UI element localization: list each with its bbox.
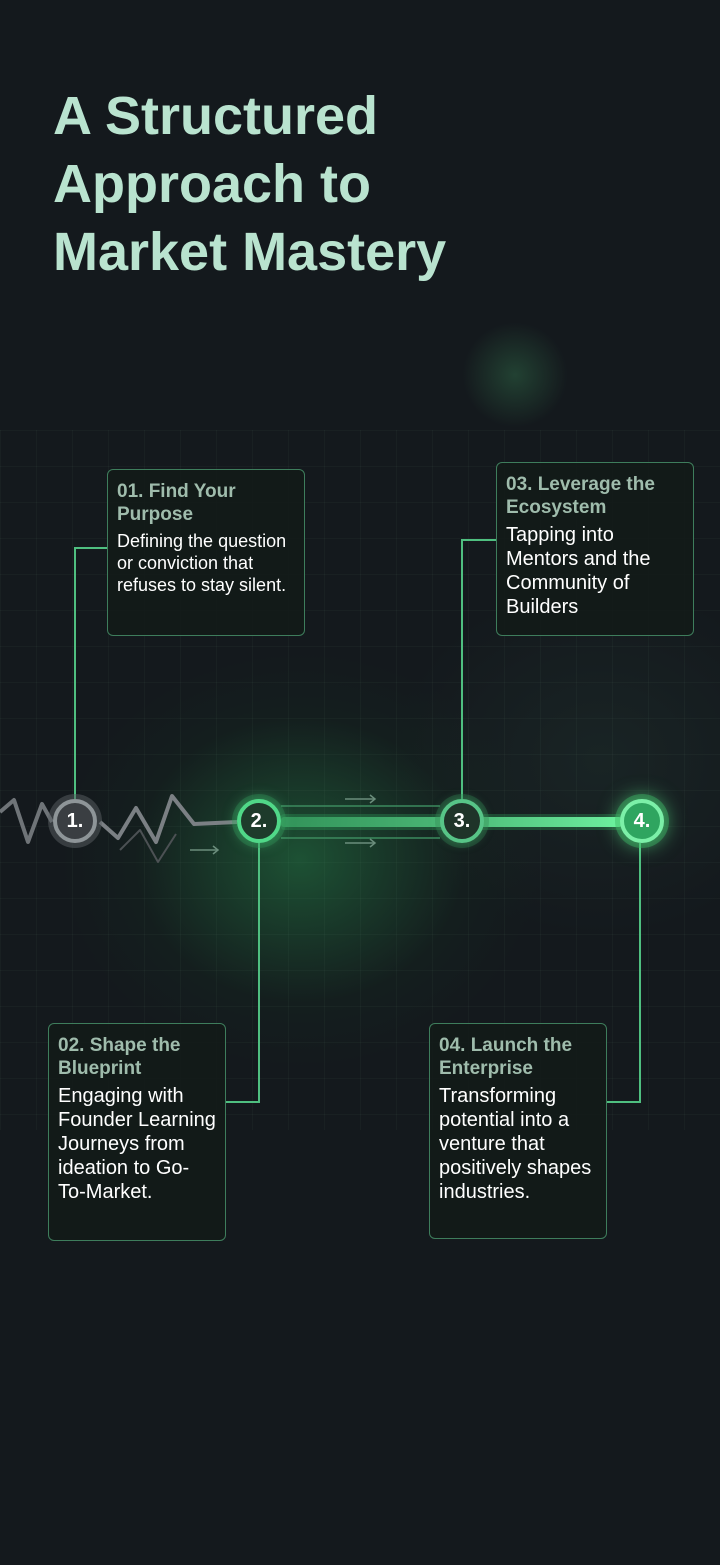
page-title: A Structured Approach to Market Mastery	[53, 82, 493, 286]
step-card-2-description: Engaging with Founder Learning Journeys …	[58, 1085, 216, 1203]
step-card-4: 04. Launch the Enterprise Transforming p…	[429, 1023, 607, 1239]
connector-1	[74, 547, 107, 799]
step-node-2: 2.	[237, 799, 281, 843]
arrow-icon	[190, 794, 377, 855]
step-card-4-title: 04. Launch the Enterprise	[439, 1035, 573, 1079]
title-line-2: Approach to	[53, 154, 371, 214]
connector-2	[226, 843, 260, 1103]
zigzag-path-right	[98, 794, 238, 844]
step-card-1: 01. Find Your Purpose Defining the quest…	[107, 469, 305, 636]
step-node-3: 3.	[440, 799, 484, 843]
step-node-1: 1.	[53, 799, 97, 843]
step-card-3-title: 03. Leverage the Ecosystem	[506, 474, 655, 518]
step-card-3-description: Tapping into Mentors and the Community o…	[506, 524, 651, 618]
step-card-2-title: 02. Shape the Blueprint	[58, 1035, 181, 1079]
step-card-3: 03. Leverage the Ecosystem Tapping into …	[496, 462, 694, 636]
connector-3	[461, 539, 496, 799]
step-node-4: 4.	[620, 799, 664, 843]
step-card-1-description: Defining the question or conviction that…	[117, 531, 287, 595]
title-line-1: A Structured	[53, 86, 379, 146]
step-card-2: 02. Shape the Blueprint Engaging with Fo…	[48, 1023, 226, 1241]
zigzag-echo	[119, 829, 177, 863]
step-card-1-title: 01. Find Your Purpose	[117, 481, 236, 525]
title-line-3: Market Mastery	[53, 222, 447, 282]
connector-4	[607, 843, 641, 1103]
step-card-4-description: Transforming potential into a venture th…	[439, 1085, 592, 1203]
zigzag-path-left	[0, 798, 54, 844]
